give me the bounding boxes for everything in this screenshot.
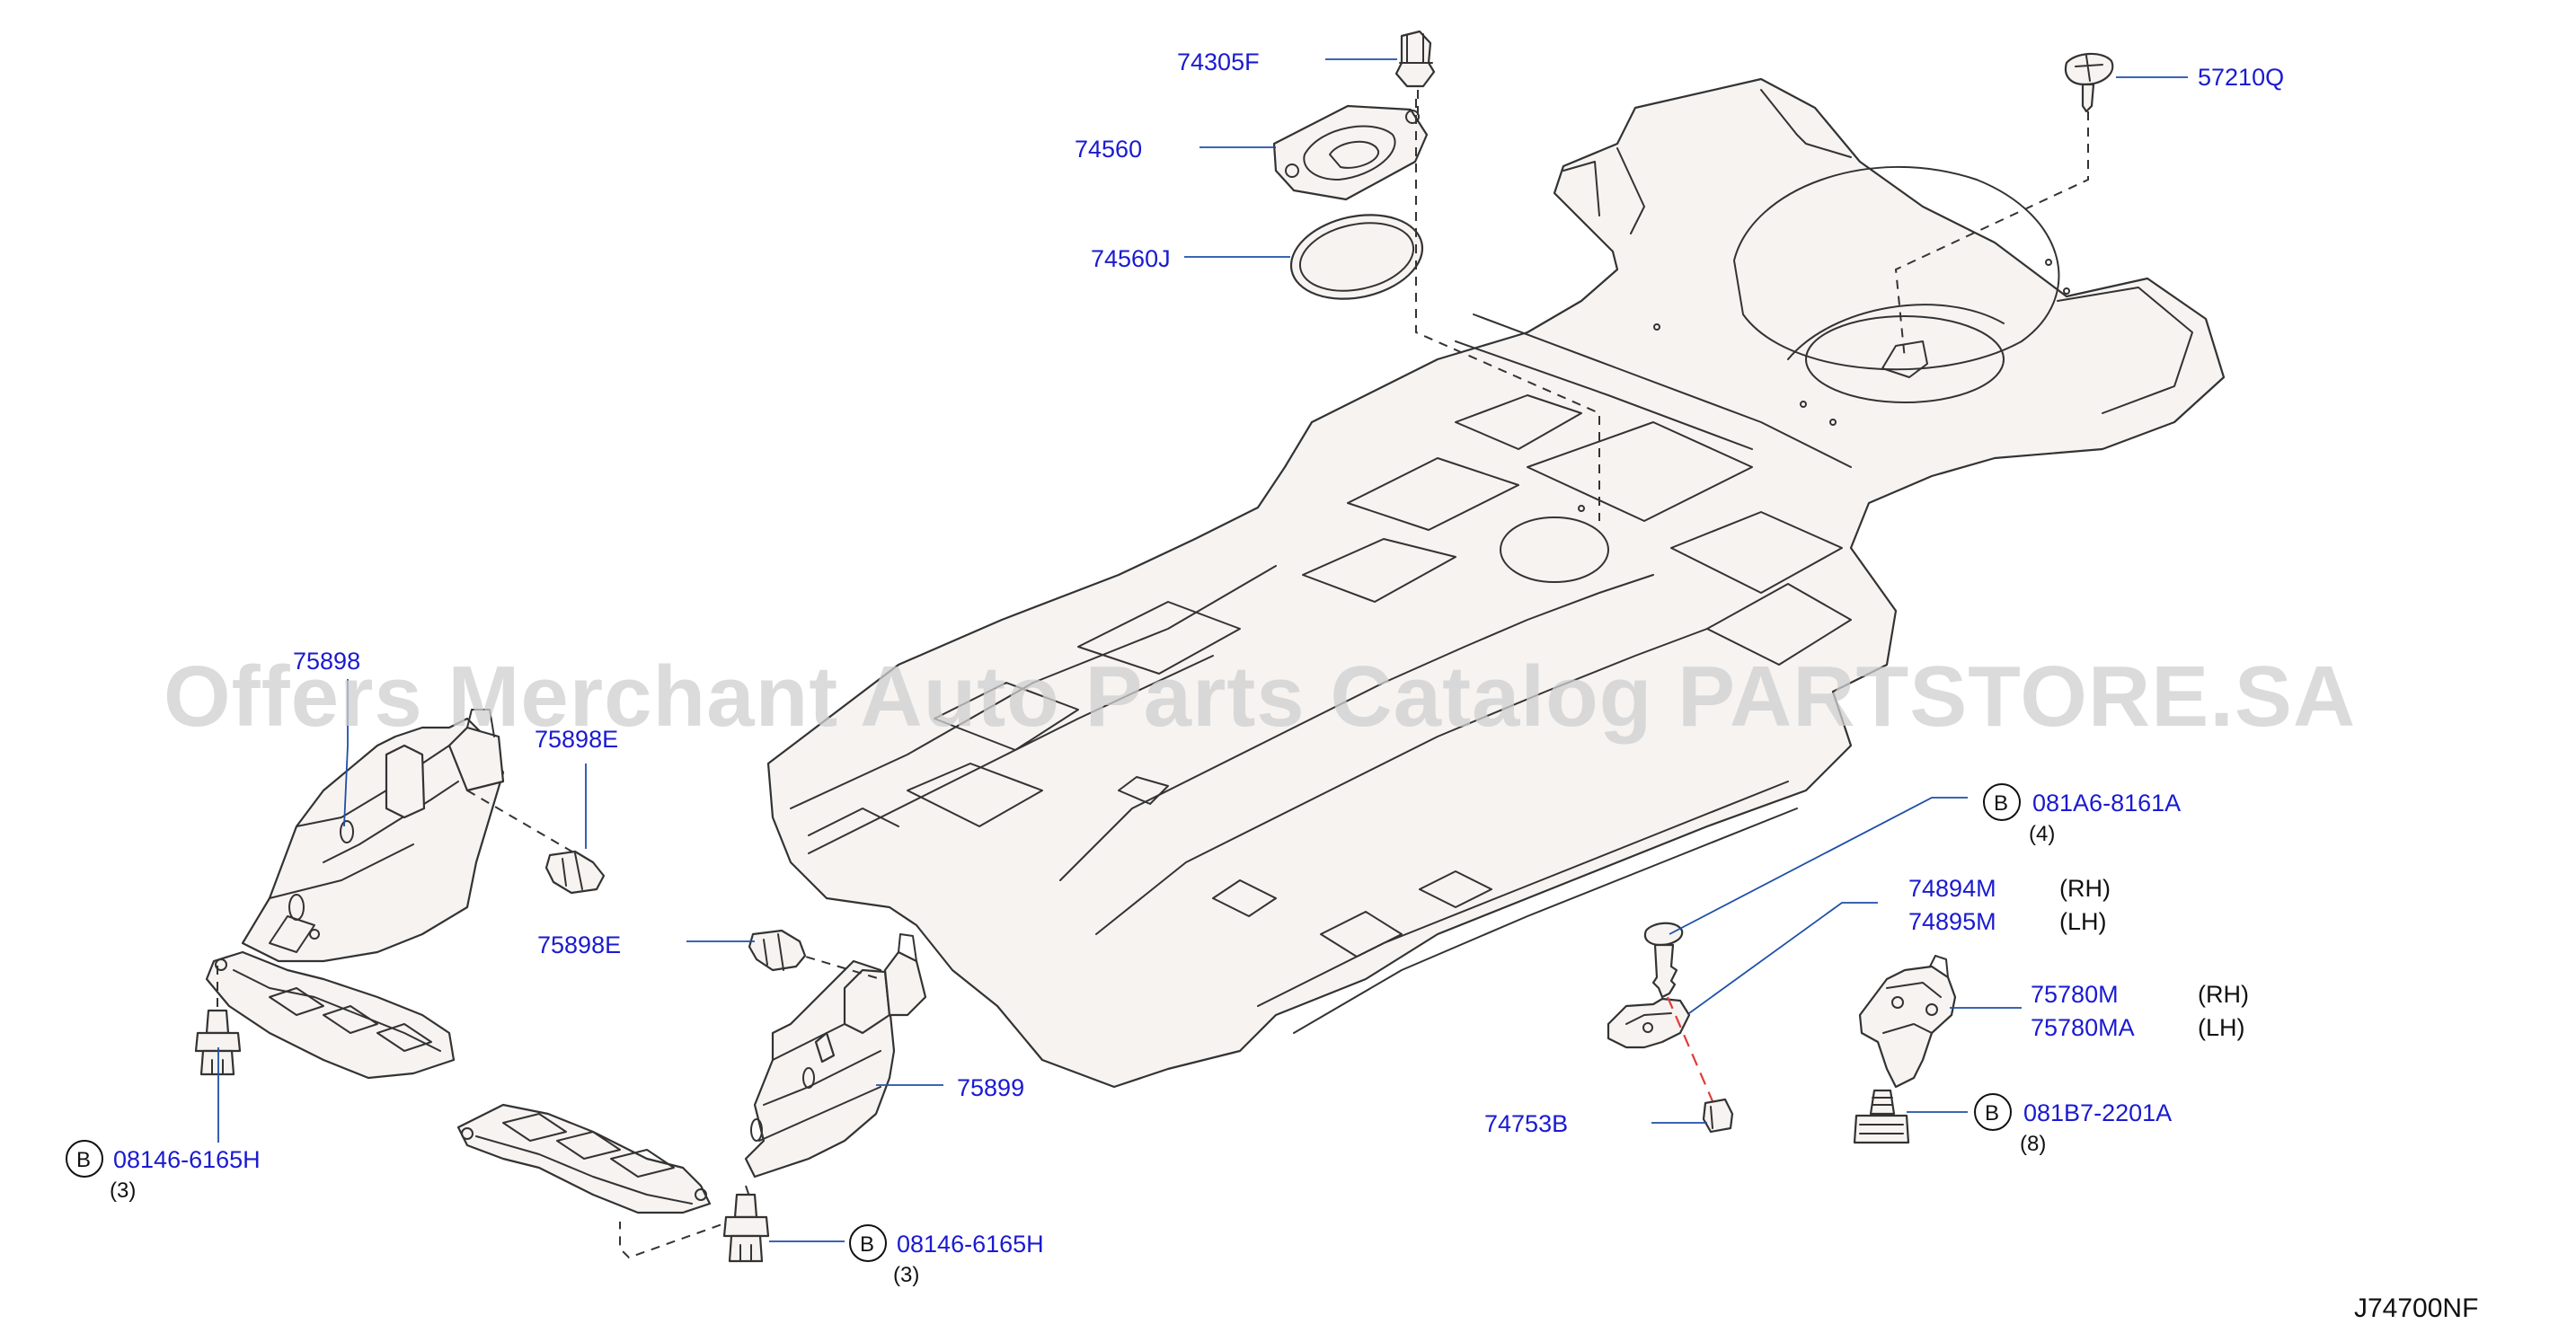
side-75780M: (RH) [2198, 981, 2249, 1008]
label-75898E-upper[interactable]: 75898E [535, 726, 618, 753]
seal-ring-74560J [1289, 214, 1424, 300]
floor-panel [766, 77, 2226, 1089]
label-75899[interactable]: 75899 [957, 1074, 1024, 1101]
bolt-08146-left [194, 1009, 242, 1076]
grommet-74305F [1394, 30, 1436, 88]
label-74560[interactable]: 74560 [1075, 136, 1142, 163]
bracket-74894M [1607, 997, 1691, 1049]
clip-75898E-guide-line [466, 790, 576, 854]
red-guide-line [1666, 996, 1714, 1102]
qty-08146-mid: (3) [893, 1263, 919, 1287]
qty-081B7: (8) [2020, 1132, 2046, 1156]
qty-08146-left: (3) [110, 1179, 136, 1203]
label-081B7[interactable]: 081B7-2201A [2023, 1099, 2172, 1126]
bolt-marker-circle [1974, 1093, 2012, 1131]
under-cover-75899 [456, 933, 927, 1214]
clip-guide-line [1894, 111, 2089, 360]
side-74895M: (LH) [2059, 908, 2107, 935]
label-081A6[interactable]: 081A6-8161A [2032, 790, 2181, 817]
label-57210Q[interactable]: 57210Q [2198, 64, 2284, 91]
label-74894M[interactable]: 74894M [1908, 875, 1996, 902]
bolt-08146-mid [722, 1193, 770, 1263]
diagram-code: J74700NF [2354, 1293, 2478, 1323]
under-cover-75898 [205, 709, 505, 1080]
label-75780MA[interactable]: 75780MA [2031, 1014, 2135, 1041]
bolt-081B7 [1853, 1089, 1910, 1144]
bolt-marker-letter: B [1985, 1101, 1999, 1126]
clip-75898E-upper [544, 850, 606, 895]
leader-lines [217, 58, 2188, 1242]
callout-08146-left: B 08146-6165H (3) [66, 1140, 261, 1203]
bolt-marker-letter: B [860, 1232, 874, 1257]
clip-57210Q [2064, 52, 2114, 113]
callout-081B7: B 081B7-2201A (8) [1974, 1093, 2172, 1156]
label-75898[interactable]: 75898 [293, 648, 360, 675]
label-74305F[interactable]: 74305F [1177, 49, 1260, 75]
clip-75898E-lower [748, 929, 807, 972]
plug-plate-74560 [1272, 104, 1429, 201]
bracket-75780M [1858, 955, 1957, 1089]
side-74894M: (RH) [2059, 875, 2111, 902]
label-74753B[interactable]: 74753B [1484, 1110, 1568, 1137]
label-74895M[interactable]: 74895M [1908, 908, 1996, 935]
callout-081A6: B 081A6-8161A (4) [1983, 783, 2181, 846]
grommet-guide-line [1415, 99, 1600, 521]
bolt-marker-circle [1983, 783, 2021, 821]
bolt-marker-circle [849, 1224, 887, 1262]
label-75898E-lower[interactable]: 75898E [537, 931, 621, 958]
label-08146-mid[interactable]: 08146-6165H [897, 1231, 1044, 1258]
qty-081A6: (4) [2029, 822, 2055, 846]
bolt-marker-letter: B [76, 1148, 91, 1172]
side-75780MA: (LH) [2198, 1014, 2245, 1041]
callout-08146-mid: B 08146-6165H (3) [849, 1224, 1044, 1287]
screw-081A6 [1643, 922, 1684, 999]
label-75780M[interactable]: 75780M [2031, 981, 2119, 1008]
bolt-marker-letter: B [1994, 791, 2008, 816]
watermark: Offers Merchant Auto Parts Catalog PARTS… [164, 649, 2356, 745]
nut-74753B [1702, 1098, 1734, 1134]
label-08146-left[interactable]: 08146-6165H [113, 1146, 261, 1173]
bolt-marker-circle [66, 1140, 103, 1178]
label-74560J[interactable]: 74560J [1091, 245, 1171, 272]
